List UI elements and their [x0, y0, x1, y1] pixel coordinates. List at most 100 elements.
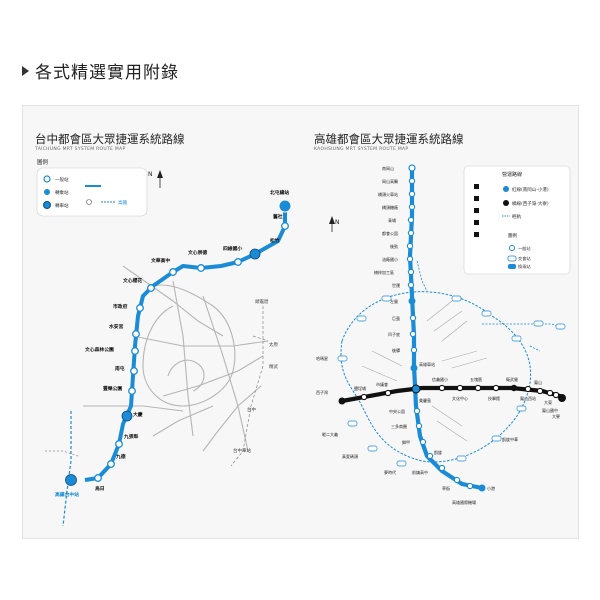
taichung-legend-title: 圖例 [37, 158, 49, 166]
kaohsiung-map-subtitle: KAOHSIUNG MRT SYSTEM ROUTE MAP [314, 147, 409, 152]
station-marker[interactable] [408, 164, 416, 172]
station-marker[interactable] [107, 460, 115, 468]
svg-text:N: N [335, 219, 340, 226]
station-marker[interactable] [94, 474, 102, 482]
kaohsiung-legend-item: 橘線(西子灣-大寮) [512, 200, 549, 207]
kaohsiung-map-panel: 高雄都會區大眾捷運系統路線 KAOHSIUNG MRT SYSTEM ROUTE… [302, 106, 578, 538]
station-label: 岡山高醫 [382, 178, 398, 184]
station-marker[interactable] [130, 367, 138, 375]
kaohsiung-map-title: 高雄都會區大眾捷運系統路線 [314, 132, 464, 146]
station-label: 凹子底 [388, 331, 400, 337]
kaohsiung-legend-symbol: 換乘站 [518, 263, 531, 270]
station-marker[interactable] [136, 304, 144, 312]
station-marker[interactable] [197, 264, 205, 272]
station-label: 美麗島 [419, 397, 431, 403]
station-label: 哈瑪星 [316, 355, 328, 361]
station-marker[interactable] [121, 410, 133, 422]
taichung-map: 圖例 一般站 轉乘站 轉車站 高鐵 N [36, 158, 292, 527]
rail-icon [474, 196, 479, 201]
station-label: 駁二大義 [322, 431, 338, 437]
station-label: 大寮 [552, 413, 560, 419]
station-label: 油廠國小 [382, 256, 398, 262]
station-label: 獅甲 [402, 439, 410, 445]
station-label: 九張犁 [123, 433, 139, 440]
station-label: 夢時代 [384, 469, 396, 475]
station-label: 九德 [115, 453, 126, 460]
station-label: 文華高中 [151, 257, 170, 264]
red-line-icon [503, 186, 509, 192]
taichung-map-panel: 台中都會區大眾捷運系統路線 TAICHUNG MRT SYSTEM ROUTE … [23, 106, 299, 538]
hsr-icon [474, 208, 479, 213]
taichung-place-label: 太原 [269, 341, 278, 348]
taichung-legend: 圖例 一般站 轉乘站 轉車站 高鐵 [36, 158, 148, 217]
station-label: 豐樂公園 [103, 385, 122, 392]
station-label: 信義國小 [432, 376, 448, 382]
station-label: 五塊厝 [470, 376, 482, 382]
station-marker[interactable] [65, 474, 77, 486]
station-label: 左營 [390, 298, 398, 304]
kaohsiung-branch-lines [361, 300, 488, 442]
taichung-map-title: 台中都會區大眾捷運系統路線 [35, 132, 185, 146]
station-label: 南屯 [115, 365, 125, 372]
kaohsiung-north-arrow-icon: N [329, 216, 340, 232]
kaohsiung-legend-item: 輕軌 [512, 213, 521, 220]
station-label: 技擊館 [488, 395, 500, 401]
station-label: 松竹 [270, 237, 280, 244]
taichung-map-subtitle: TAICHUNG MRT SYSTEM ROUTE MAP [35, 147, 126, 152]
station-label: 真愛碼頭 [342, 453, 358, 459]
station-marker[interactable] [558, 394, 566, 402]
station-marker[interactable] [128, 387, 136, 395]
station-marker[interactable] [132, 330, 140, 338]
station-label: 凱旋 [434, 449, 442, 455]
station-label: 大慶 [133, 411, 143, 418]
svg-text:N: N [148, 171, 153, 178]
taichung-railway [230, 301, 269, 467]
station-label: 世運 [392, 282, 400, 288]
port-icon [474, 232, 479, 237]
kaohsiung-legend-symbol: 交會站 [518, 255, 531, 262]
station-marker[interactable] [249, 248, 261, 260]
station-label: 高鐵台中站 [55, 491, 79, 498]
station-label: 楠梓加工區 [374, 269, 394, 275]
kaohsiung-light-rail [340, 291, 532, 463]
station-marker[interactable] [278, 199, 292, 213]
station-label: 文心森林公園 [85, 346, 114, 353]
station-label: 衛武營 [506, 376, 518, 382]
station-marker[interactable] [408, 297, 416, 305]
station-label: 市政府 [113, 303, 128, 310]
station-label: 都會公園 [382, 230, 398, 236]
kaohsiung-legend-item: 紅線(南岡山-小港) [512, 186, 549, 193]
station-label: 橋頭糖廠 [382, 204, 398, 210]
station-label: 四維國小 [223, 245, 242, 252]
station-label: 三多商圈 [391, 423, 407, 429]
section-header: 各式精選實用附錄 [22, 58, 179, 83]
station-label: 烏日 [94, 485, 105, 492]
station-label: 橋頭火車站 [378, 191, 398, 197]
station-label: 市議會 [376, 381, 388, 387]
legend-terminal-icon [43, 201, 51, 209]
taichung-hsr-line [62, 411, 72, 527]
station-label: 水安宮 [108, 323, 124, 330]
station-label: 舊社 [273, 213, 283, 220]
station-marker[interactable] [411, 384, 421, 394]
station-label: 西子灣 [316, 389, 328, 395]
taichung-legend-item: 一般站 [55, 176, 69, 183]
station-marker[interactable] [234, 258, 242, 266]
station-label: 文化中心 [452, 395, 468, 401]
station-label: 草衙 [442, 485, 450, 491]
station-marker[interactable] [338, 397, 346, 405]
station-marker[interactable] [478, 484, 486, 492]
station-marker[interactable] [147, 284, 155, 292]
station-marker[interactable] [169, 268, 177, 276]
station-marker[interactable] [281, 222, 289, 230]
station-label: 鹽埕埔 [354, 385, 366, 391]
taichung-place-label: 台中 [247, 406, 256, 413]
station-marker[interactable] [131, 347, 139, 355]
station-label: 巨蛋 [392, 315, 400, 321]
legend-station-icon [43, 175, 51, 183]
station-marker[interactable] [115, 440, 123, 448]
kaohsiung-map: 營運路線 紅線(南岡山-小港) 橘線(西子灣-大寮) 輕軌 圖例 一般站 交會站… [316, 164, 571, 505]
kaohsiung-legend: 營運路線 紅線(南岡山-小港) 橘線(西子灣-大寮) 輕軌 圖例 一般站 交會站… [463, 165, 571, 275]
taichung-stations: 北屯總站 舊社 松竹 四維國小 文心崇德 文華高中 文心櫻花 市政府 水安宮 文… [55, 189, 292, 498]
ferry-icon [474, 220, 479, 225]
